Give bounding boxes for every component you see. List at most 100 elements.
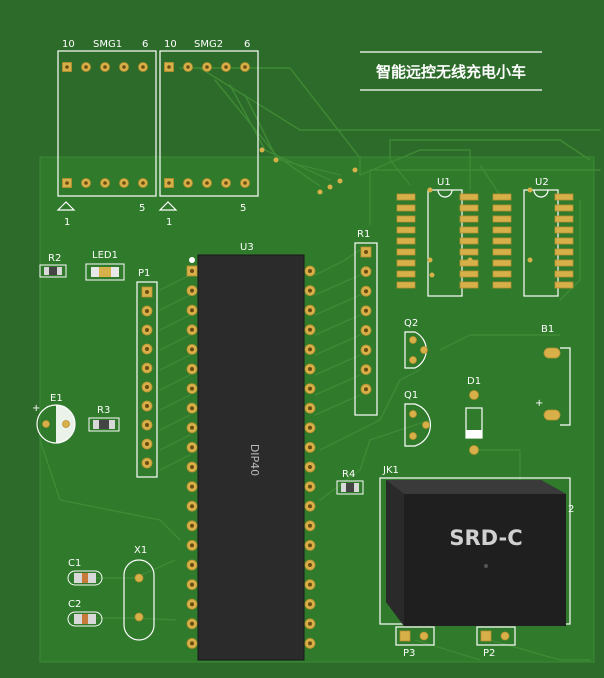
smg1-bottom-pad-hole	[84, 181, 88, 185]
u1-left-smd	[396, 259, 416, 267]
p1-pad-hole	[145, 442, 149, 446]
u3-right-pin-hole	[308, 621, 312, 626]
u2-right-smd	[554, 270, 574, 278]
jk1-label: JK1	[382, 465, 399, 476]
r4: R4	[336, 469, 364, 495]
u3-left-pin-hole	[190, 406, 194, 411]
u3-right-pin-hole	[308, 504, 312, 509]
u3-left-pin-hole	[190, 563, 194, 567]
u1-left-smd	[396, 248, 416, 256]
u3-left-pin-hole	[190, 288, 194, 293]
u3-left-pin-hole	[190, 523, 194, 528]
e1-label: E1	[50, 393, 63, 404]
u2-right-smd	[554, 281, 574, 289]
u3-right-pin-hole	[308, 347, 312, 352]
smg2-top-pad-hole	[205, 65, 209, 69]
q1-label: Q1	[404, 390, 418, 401]
r1: R1	[354, 229, 378, 416]
u3-right-pin-hole	[308, 367, 312, 371]
u3-body	[197, 254, 305, 661]
u3-right-pin-hole	[308, 563, 312, 567]
u3-right-pin-hole	[308, 386, 312, 391]
q2-label: Q2	[404, 318, 418, 329]
smg2-top-pad-hole	[224, 65, 228, 69]
smg1-bottom-pad-hole	[65, 181, 69, 185]
u3-left-pin-hole	[190, 425, 194, 430]
smg2-top-pad-hole	[243, 65, 247, 69]
via	[317, 189, 323, 195]
board-title: 智能远控无线充电小车	[360, 51, 542, 91]
via	[352, 167, 358, 173]
smg1-pin-bottom-left: 1	[64, 217, 70, 228]
u3-package-label: DIP40	[248, 444, 261, 476]
u3-left-pin-hole	[190, 347, 194, 352]
smg2-label: SMG2	[194, 39, 223, 50]
r1-pad-hole	[364, 250, 368, 254]
p1-pad-hole	[145, 385, 149, 389]
u3-left-pin-hole	[190, 308, 194, 313]
r1-pad-hole	[364, 308, 368, 313]
smg1: 10 SMG1 6 1 5	[56, 39, 157, 228]
r4-label: R4	[342, 469, 355, 480]
pads	[62, 62, 574, 649]
r1-pad-hole	[364, 367, 368, 372]
p2-label: P2	[483, 648, 495, 659]
u1-right-smd	[459, 270, 479, 278]
smg1-bottom-pad-hole	[103, 181, 107, 185]
u3-right-pin-hole	[308, 327, 312, 332]
p1-pad-hole	[145, 290, 149, 294]
p1-pad-hole	[145, 366, 149, 370]
p1-pad-hole	[145, 347, 149, 351]
smg1-top-pad-hole	[84, 65, 88, 69]
u3-right-pin-hole	[308, 288, 312, 293]
via	[467, 257, 473, 263]
c1: C1	[67, 558, 103, 586]
u3-left-pin-hole	[190, 484, 194, 489]
u3-left-pin-hole	[190, 504, 194, 509]
u1-right-smd	[459, 215, 479, 223]
u3-left-pin-hole	[190, 269, 194, 273]
u3-left-pin-hole	[190, 641, 194, 646]
smg2-bottom-pad-hole	[224, 181, 228, 185]
smg2-bottom-pad-hole	[205, 181, 209, 185]
u1-left-smd	[396, 204, 416, 212]
r1-pad-hole	[364, 387, 368, 392]
relay-pin-label: 2	[568, 504, 574, 515]
c2: C2	[67, 599, 103, 627]
r1-pad-hole	[364, 328, 368, 333]
r1-pad-hole	[364, 269, 368, 274]
via	[259, 147, 265, 153]
p1-pad-hole	[145, 328, 149, 332]
x1-label: X1	[134, 545, 147, 556]
r1-pad-hole	[364, 289, 368, 294]
c2-label: C2	[68, 599, 81, 610]
r2-label: R2	[48, 253, 61, 264]
b1: B1 +	[535, 324, 571, 426]
d1: D1	[465, 376, 483, 455]
p1: P1	[136, 268, 158, 478]
u1-right-smd	[459, 226, 479, 234]
u1-left-smd	[396, 226, 416, 234]
smg2-pin-top-right: 6	[244, 39, 250, 50]
u3-left-pin-hole	[190, 582, 194, 587]
smg2-bottom-pad-hole	[167, 181, 171, 185]
smg1-pin-top-left: 10	[62, 39, 75, 50]
smg1-top-pad-hole	[65, 65, 69, 69]
b1-plus: +	[535, 398, 543, 409]
p1-pad-hole	[145, 423, 149, 427]
u1-left-smd	[396, 281, 416, 289]
p1-pad-hole	[145, 461, 149, 465]
smg2-pin1-marker	[158, 201, 178, 211]
p3-label: P3	[403, 648, 415, 659]
via	[427, 187, 433, 193]
u1-label: U1	[437, 177, 451, 188]
via	[327, 184, 333, 190]
u2-left-smd	[492, 226, 512, 234]
led1: LED1	[85, 250, 125, 281]
u1-left-smd	[396, 237, 416, 245]
u3-left-pin-hole	[190, 386, 194, 391]
u2-left-smd	[492, 193, 512, 201]
smg1-bottom-pad-hole	[122, 181, 126, 185]
